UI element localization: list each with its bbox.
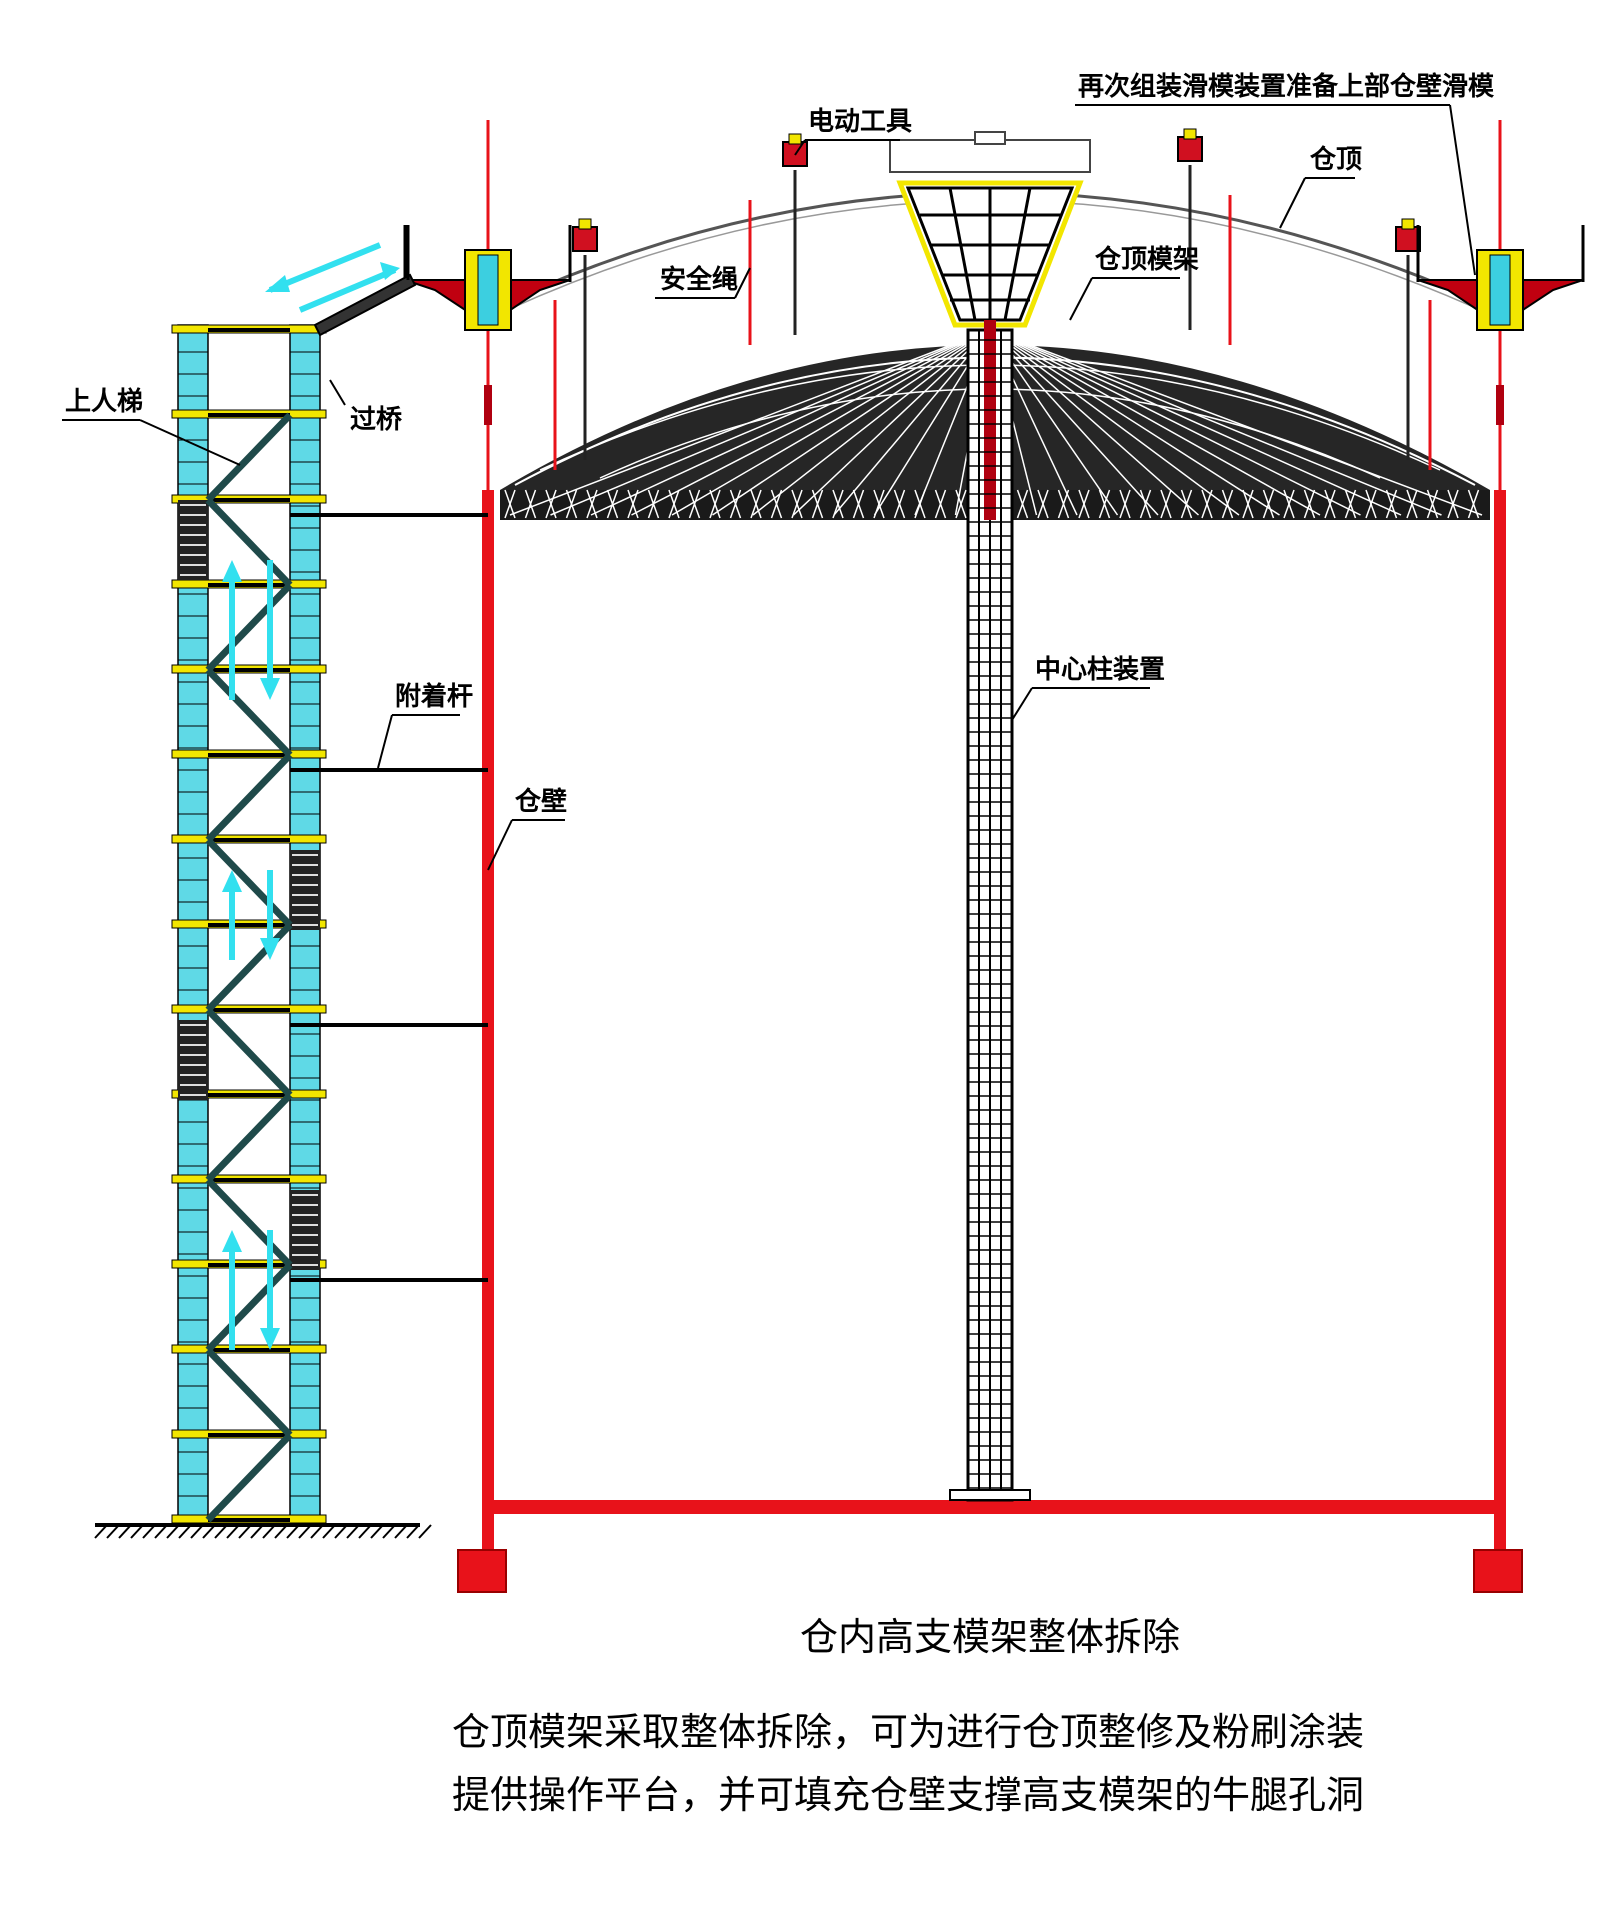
bridge [265,225,417,337]
svg-text:电动工具: 电动工具 [808,107,912,137]
label-center-column: 中心柱装置 [1011,655,1165,721]
label-bridge: 过桥 [329,379,403,435]
scaffold-tower [171,324,327,1526]
hoist-chains [583,165,1410,460]
svg-text:安全绳: 安全绳 [660,264,738,295]
slipform-bracket-left [403,225,572,331]
label-silo-wall: 仓壁 [487,786,567,871]
foundation-left [457,1549,507,1593]
label-power-tool: 电动工具 [794,107,912,156]
roof-formwork-funnel [896,180,1084,328]
center-column [949,320,1031,1502]
foundation-right [1473,1549,1523,1593]
diagram-title: 仓内高支模架整体拆除 [800,1615,1180,1659]
caption-line-1: 仓顶模架采取整体拆除，可为进行仓顶整修及粉刷涂装 [452,1710,1364,1754]
safety-ropes [553,195,1432,470]
silo-floor-beam [482,1500,1506,1514]
silo-wall-right [1494,120,1506,1570]
svg-text:仓顶模架: 仓顶模架 [1094,244,1199,275]
caption-line-2: 提供操作平台，并可填充仓壁支撑高支模架的牛腿孔洞 [452,1773,1364,1817]
svg-text:仓顶: 仓顶 [1309,144,1362,175]
silo-wall-left [482,120,494,1570]
svg-text:仓壁: 仓壁 [514,786,567,817]
label-roof-formwork: 仓顶模架 [1069,244,1199,321]
svg-text:再次组装滑模装置准备上部仓壁滑模: 再次组装滑模装置准备上部仓壁滑模 [1078,71,1495,102]
attach-rods [290,513,488,1282]
label-attach-rod: 附着杆 [377,681,473,769]
ground-hatch [94,1523,432,1539]
label-reassemble: 再次组装滑模装置准备上部仓壁滑模 [1075,71,1495,276]
label-roof: 仓顶 [1279,144,1362,229]
roof-formwork-dome [500,329,1490,520]
slipform-bracket-right [1416,225,1585,331]
svg-text:上人梯: 上人梯 [65,387,143,417]
label-safety-rope: 安全绳 [655,264,751,299]
svg-text:中心柱装置: 中心柱装置 [1035,655,1165,685]
power-tool-icon [572,128,1421,252]
svg-text:附着杆: 附着杆 [395,681,473,712]
label-ladder: 上人梯 [62,387,241,466]
svg-text:过桥: 过桥 [350,405,403,435]
